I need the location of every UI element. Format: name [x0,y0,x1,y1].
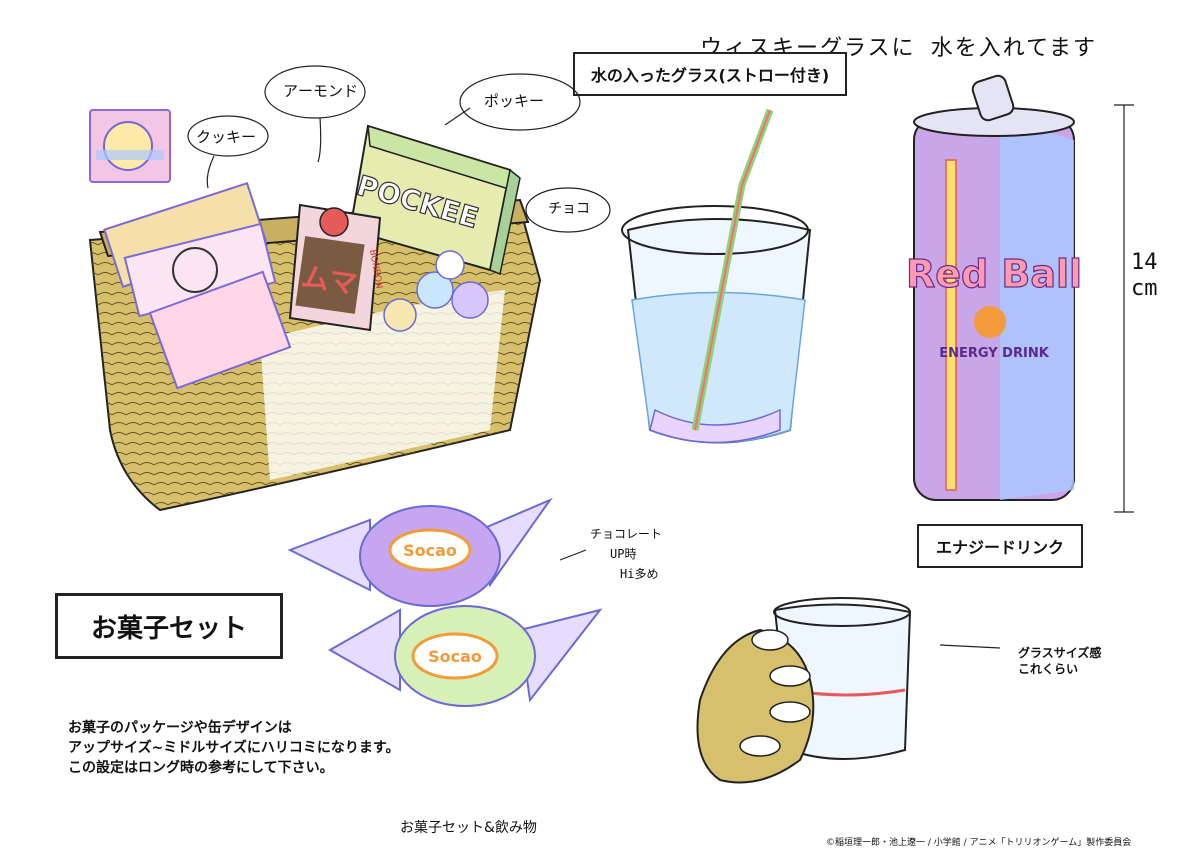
note-line: この設定はロング時の参考にして下さい。 [68,760,334,776]
almond-box: ムマ BONBON [288,203,384,332]
copyright: ©稲垣理一郎・池上遼一 / 小学館 / アニメ「トリリオンゲーム」製作委員会 [826,838,1132,848]
set-title: お菓子セット [90,613,247,644]
can-sun [974,306,1006,338]
candy-top-label: Socao [403,541,457,560]
note-line: お菓子のパッケージや缶デザインは [68,720,292,736]
can-height-annotation: 14 cm [1131,250,1158,302]
set-title-box: お菓子セット [55,593,283,659]
cookie-annotation: クッキー [196,128,257,146]
basket-chocolates [383,250,489,332]
energy-can: Red Ball ENERGY DRINK [905,74,1083,501]
cookie-packs [103,182,292,390]
choco-bubble [525,187,611,233]
almond-annotation: アーモンド [283,82,359,100]
muma-logo: ムマ [299,260,359,300]
can-brand: Red Ball [906,252,1082,296]
chocolate-up-line: チョコレート [590,527,663,541]
almond-leader [317,117,322,163]
hand-with-glass [696,597,912,784]
glass-label-box: 水の入ったグラス(ストロー付き) [573,52,847,96]
glass-size-line: グラスサイズ感 [1018,646,1102,660]
can-subtitle: ENERGY DRINK [939,346,1049,361]
chocolate-leader [559,549,587,561]
chocolate-up-line: Hi多め [620,567,659,581]
notes: お菓子のパッケージや缶デザインは アップサイズ~ミドルサイズにハリコミになります… [68,718,400,778]
candy-bottom: Socao [327,605,603,707]
chocolate-up-annotation: チョコレート UP時 Hi多め [590,524,662,584]
energy-label: エナジードリンク [935,538,1064,557]
glass-size-leader [939,644,1001,649]
chocolate-up-line: UP時 [610,547,637,561]
can-height-value: 14 [1131,250,1158,275]
pocky-annotation: ポッキー [484,92,545,110]
pocky-leader [444,107,471,126]
pocky-bubble [459,73,581,131]
cookie-bubble [187,115,269,157]
energy-label-box: エナジードリンク [917,524,1083,568]
footer-title: お菓子セット&飲み物 [400,820,537,836]
glass-size-line: これくらい [1018,662,1079,676]
note-line: アップサイズ~ミドルサイズにハリコミになります。 [68,740,400,756]
height-dimension-line [1114,104,1134,513]
glass-label: 水の入ったグラス(ストロー付き) [590,66,830,85]
almond-bubble [264,65,366,119]
pockee-box: POCKEE [348,124,521,276]
cookie-packet-small [89,109,171,183]
cookie-leader [206,155,215,189]
choco-annotation: チョコ [548,201,590,217]
can-height-unit: cm [1131,276,1158,301]
glass-with-straw [621,108,812,444]
candy-bottom-label: Socao [428,647,482,666]
glass-size-annotation: グラスサイズ感 これくらい [1018,645,1101,677]
annotation-leaders [187,65,1134,649]
candy-top: Socao [287,497,553,607]
